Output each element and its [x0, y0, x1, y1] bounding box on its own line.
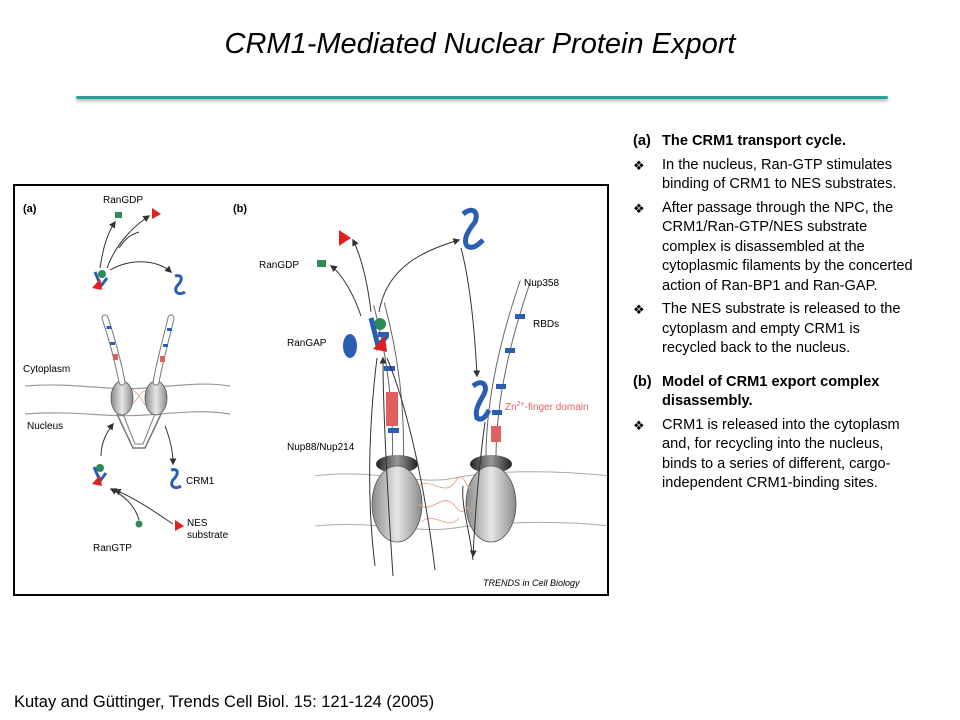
nup358-label: Nup358 [524, 278, 559, 289]
panel-a-cycle-arrows [99, 215, 173, 273]
panel-a-label: (a) [23, 203, 37, 215]
panel-a-filaments [101, 314, 175, 449]
list-item: ❖ CRM1 is released into the cytoplasm an… [633, 416, 918, 494]
panel-b-rangap-label: RanGAP [287, 338, 327, 349]
panel-a-rangtp-label: RanGTP [93, 543, 132, 554]
section-a-tag: (a) [633, 133, 651, 149]
bullet-text: After passage through the NPC, the CRM1/… [662, 199, 913, 294]
panel-b-export-complex [343, 317, 389, 358]
panel-a-rangtp-marker [135, 520, 143, 528]
panel-a-crm1-icon [170, 468, 182, 490]
bullet-text: In the nucleus, Ran-GTP stimulates bindi… [662, 156, 897, 193]
panel-b-nes-released [339, 230, 351, 246]
section-b-tag: (b) [633, 373, 652, 390]
panel-a-nuclear-complex [92, 464, 108, 486]
panel-a-free-crm1-icon [174, 274, 186, 296]
panel-a-nes-label-2: substrate [187, 530, 229, 541]
panel-b-bound-crm1-icon [471, 380, 492, 422]
section-a-title: The CRM1 transport cycle. [662, 133, 847, 149]
panel-b-rangdp-marker [317, 260, 326, 267]
bullet-text: CRM1 is released into the cytoplasm and,… [662, 416, 900, 492]
diamond-bullet-icon: ❖ [633, 157, 645, 173]
panel-a-nes-label-1: NES [187, 518, 208, 529]
panel-a-lower-arrows [100, 422, 177, 525]
citation: Kutay and Güttinger, Trends Cell Biol. 1… [14, 693, 435, 711]
panel-b-nuclear-pore [314, 455, 607, 543]
nucleus-label: Nucleus [27, 421, 63, 432]
section-b-heading: (b) Model of CRM1 export complex disasse… [633, 373, 918, 412]
title-underline [76, 96, 888, 99]
slide-title: CRM1-Mediated Nuclear Protein Export [224, 28, 736, 60]
panel-b-cycle-arrows [329, 238, 486, 577]
section-b-title: Model of CRM1 export complex disassembly… [662, 373, 880, 410]
panel-a-nuclear-envelope [24, 383, 231, 417]
figure-credit: TRENDS in Cell Biology [483, 578, 580, 588]
panel-a-crm1-label: CRM1 [186, 476, 215, 487]
cytoplasm-label: Cytoplasm [23, 364, 70, 375]
notes-panel: (a) The CRM1 transport cycle. ❖ In the n… [633, 132, 918, 494]
list-item: ❖ After passage through the NPC, the CRM… [633, 199, 918, 297]
section-a-heading: (a) The CRM1 transport cycle. [633, 132, 918, 152]
list-item: ❖ The NES substrate is released to the c… [633, 300, 918, 359]
bullet-text: The NES substrate is released to the cyt… [662, 301, 901, 356]
panel-b-free-crm1-icon [461, 207, 485, 250]
diamond-bullet-icon: ❖ [633, 200, 645, 216]
nup88-label: Nup88/Nup214 [287, 442, 355, 453]
panel-b-label: (b) [233, 203, 247, 215]
panel-a-rangdp-marker [115, 212, 122, 218]
diamond-bullet-icon: ❖ [633, 417, 645, 433]
panel-a-rangdp-label: RanGDP [103, 195, 143, 206]
crm1-diagram: (a) Cytoplasm Nucleus [23, 195, 607, 588]
list-item: ❖ In the nucleus, Ran-GTP stimulates bin… [633, 156, 918, 195]
panel-a-nes-released [152, 208, 161, 219]
panel-b-filaments [373, 280, 531, 459]
panel-a-nuclear-pore [110, 380, 168, 416]
figure-panel: (a) Cytoplasm Nucleus [13, 184, 609, 596]
rbds-label: RBDs [533, 319, 559, 330]
panel-a-nes-icon [175, 520, 184, 531]
zn-finger-label: Zn2+-finger domain [505, 401, 589, 413]
diamond-bullet-icon: ❖ [633, 302, 645, 317]
panel-b-rangdp-label: RanGDP [259, 260, 299, 271]
panel-a-export-complex [92, 270, 109, 290]
